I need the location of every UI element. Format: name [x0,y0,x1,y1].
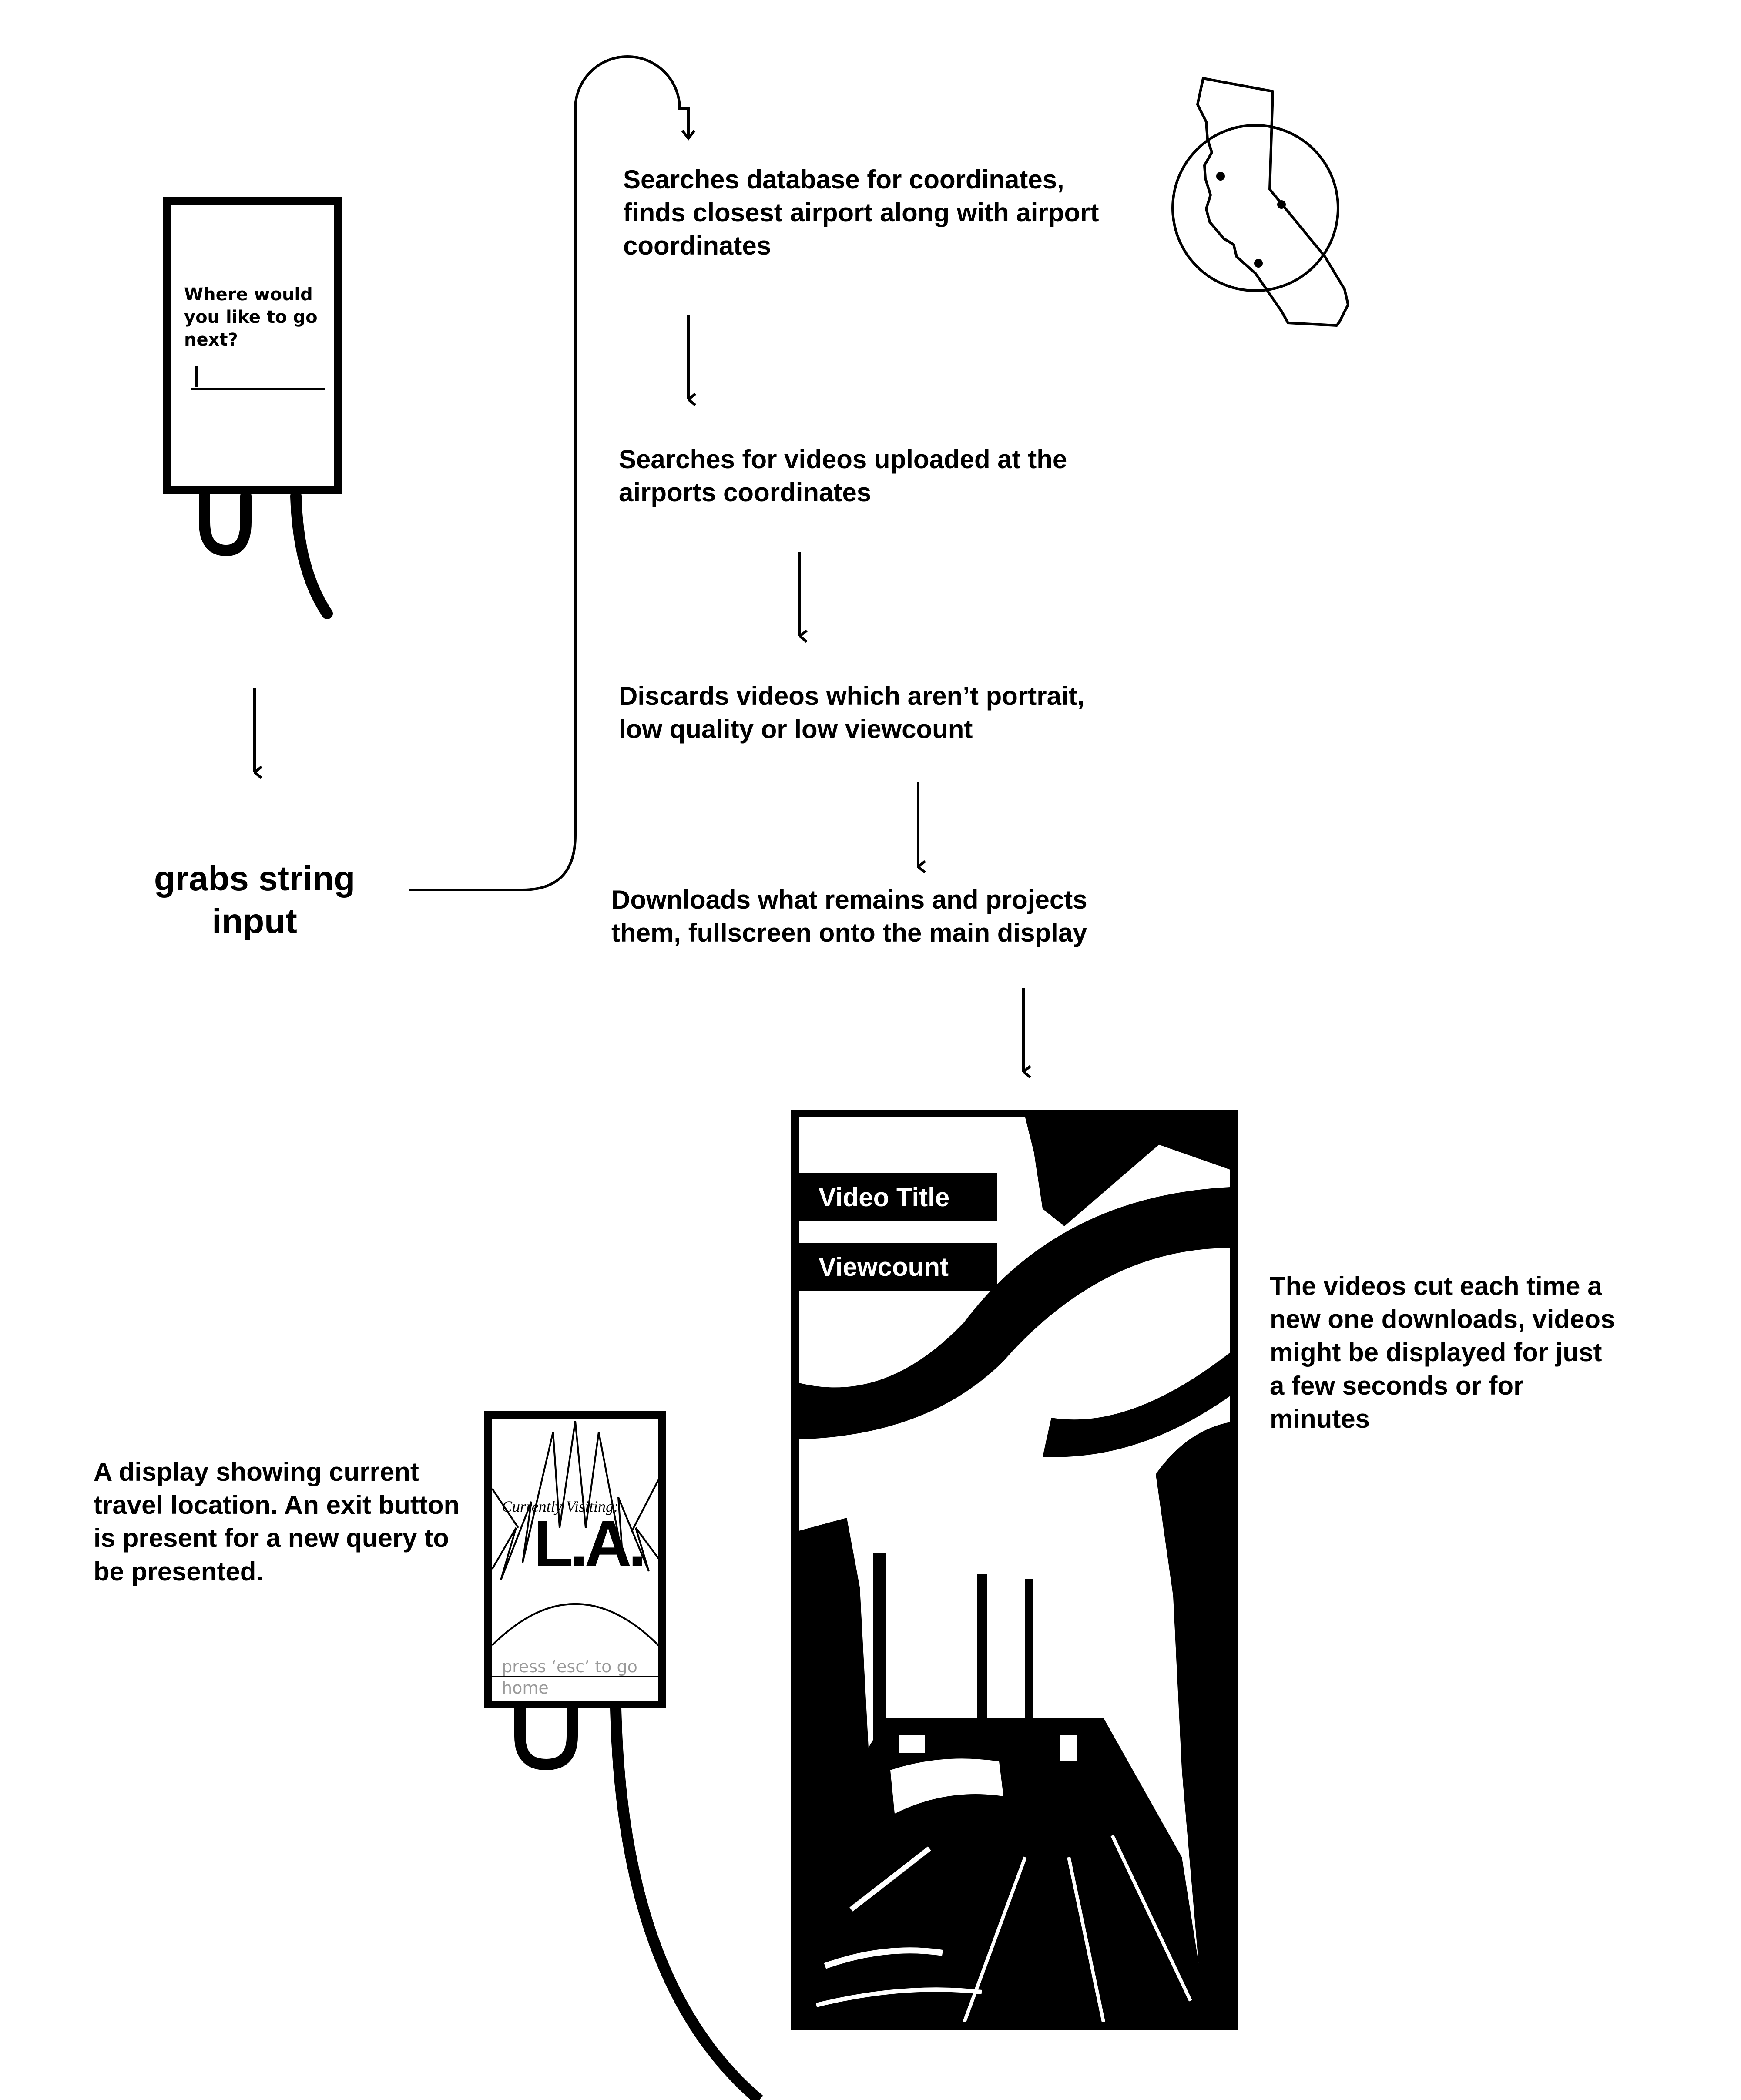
input-kiosk: Where would you like to go next? [163,197,342,494]
video-title-label: Video Title [799,1173,997,1221]
exit-hint[interactable]: press ‘esc’ to go home [502,1656,650,1699]
step-download-project: Downloads what remains and projects them… [611,885,1087,948]
location-kiosk: Currently Visiting: L.A. press ‘esc’ to … [484,1411,666,1708]
input-kiosk-cable [290,490,333,619]
step-search-airport: Searches database for coordinates, finds… [623,165,1099,261]
text-caret [195,366,198,387]
currently-visiting-label: Currently Visiting: [502,1498,619,1515]
viewcount-label: Viewcount [799,1243,997,1291]
main-display-note: The videos cut each time a new one downl… [1270,1271,1615,1433]
city-name: L.A. [533,1507,646,1580]
step-search-videos: Searches for videos uploaded at the airp… [619,445,1067,507]
connector-input-to-search [409,55,690,891]
kiosk-text-input[interactable] [191,388,325,390]
exit-hint-line1: press ‘esc’ to go [502,1657,637,1676]
location-kiosk-description: A display showing current travel locatio… [94,1457,460,1586]
california-map-icon [1171,77,1349,327]
location-kiosk-loop-cable [514,1702,578,1771]
exit-hint-line2: home [502,1678,549,1698]
video-frame-illustration [799,1117,1230,2022]
grabs-string-input-label: grabs string input [154,859,356,940]
input-kiosk-loop-cable [199,490,252,557]
location-kiosk-cable [610,1708,763,2100]
kiosk-prompt: Where would you like to go next? [184,285,318,350]
main-display: Video Title Viewcount [791,1110,1238,2030]
sunburst-illustration [492,1421,658,1677]
step-discard-videos: Discards videos which aren’t portrait, l… [619,681,1085,744]
